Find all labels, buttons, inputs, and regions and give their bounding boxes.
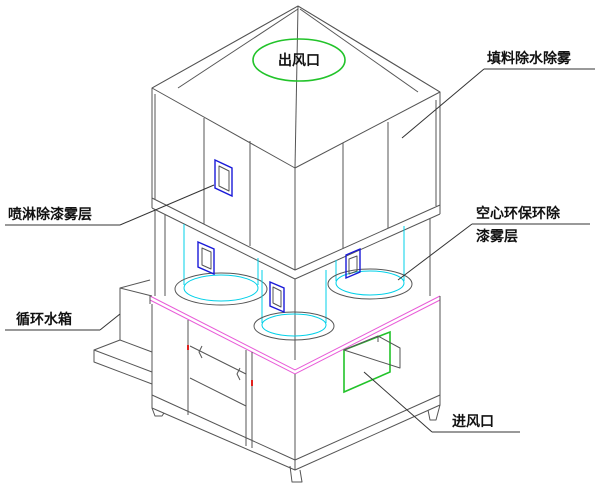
outlet-label: 出风口 <box>278 52 320 68</box>
inlet-label: 进风口 <box>452 413 494 429</box>
water-tank <box>93 279 153 385</box>
spray-layer-label: 喷淋除漆雾层 <box>8 206 92 222</box>
middle-section <box>154 210 431 360</box>
cylinder-windows <box>197 240 361 314</box>
leader-lines <box>5 68 595 433</box>
legs <box>151 404 441 483</box>
lower-box <box>151 304 441 471</box>
outlet-ring <box>252 38 346 82</box>
packing-mist-label: 填料除水除雾 <box>487 50 571 66</box>
hollow-ring-label-line2: 漆雾层 <box>476 228 518 244</box>
roof <box>151 5 441 169</box>
cylinder-front <box>253 270 335 341</box>
circulating-tank-label: 循环水箱 <box>16 311 72 327</box>
hollow-ring-label-line1: 空心环保环除 <box>476 205 560 221</box>
cylinder-left <box>174 224 268 306</box>
spray-window <box>214 158 233 198</box>
door-markers <box>187 345 253 386</box>
inlet-opening <box>343 330 401 394</box>
cylinder-right <box>327 226 413 300</box>
